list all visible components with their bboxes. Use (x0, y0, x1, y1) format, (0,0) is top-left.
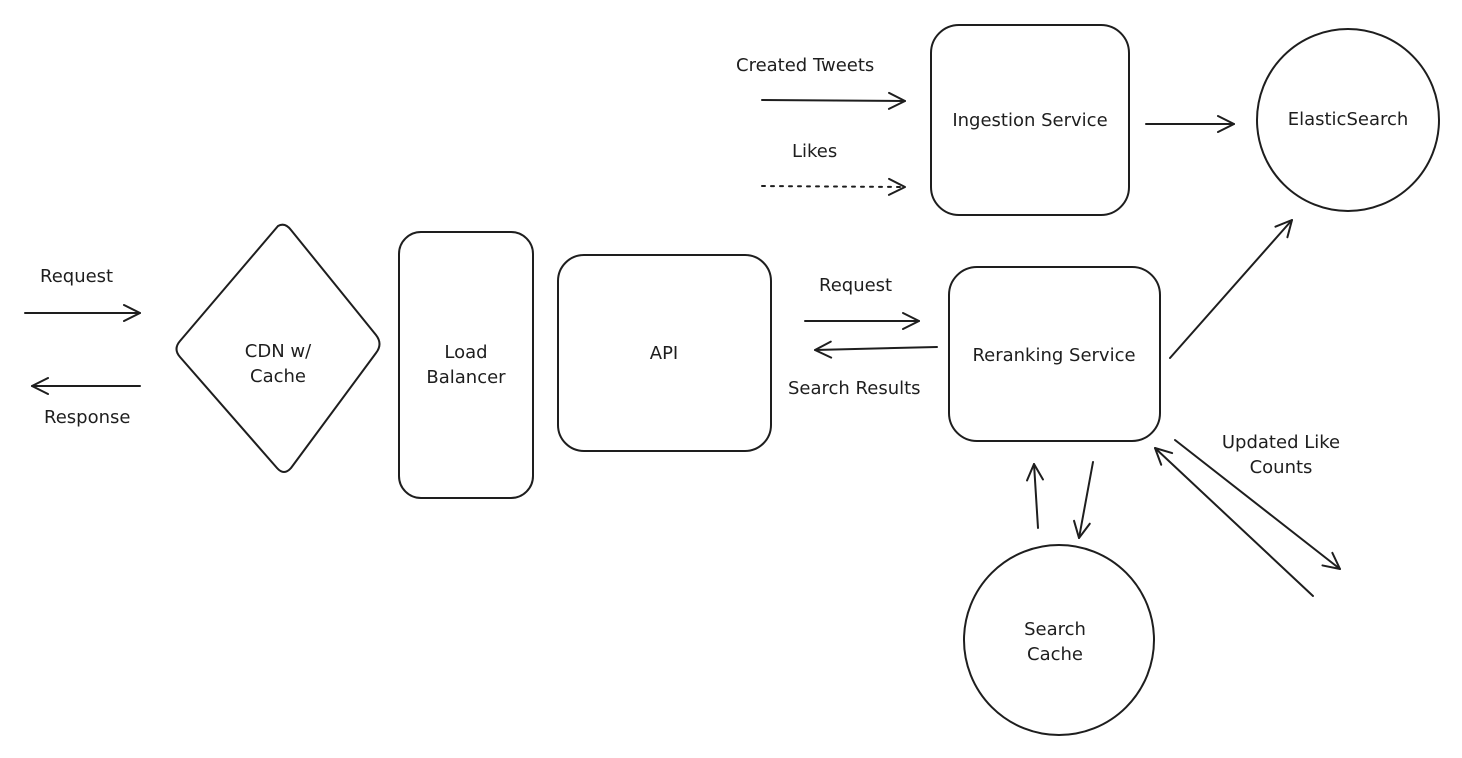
search-cache-shape[interactable] (963, 544, 1155, 736)
reranking-service-label: Reranking Service (972, 345, 1136, 366)
reranking-to-cache-arrow (1073, 461, 1094, 539)
cdn-label: CDN w/ Cache (244, 341, 312, 387)
ingestion-service-shape[interactable] (930, 24, 1130, 216)
created-tweets-arrow (761, 91, 906, 110)
like-counts-in-arrow (1154, 447, 1314, 597)
cdn-shape[interactable] (175, 223, 381, 473)
likes-arrow (761, 177, 906, 196)
search-cache-label: Search Cache (1024, 619, 1086, 665)
like-counts-out-arrow (1174, 439, 1341, 570)
client-request-label: Request (40, 266, 114, 287)
likes-label: Likes (792, 141, 838, 162)
load-balancer-label: Load Balancer (426, 342, 506, 388)
reranking-to-elasticsearch-arrow (1169, 219, 1293, 359)
ingestion-service-label: Ingestion Service (952, 110, 1108, 131)
load-balancer-shape[interactable] (398, 231, 534, 499)
search-results-label: Search Results (788, 378, 921, 399)
client-response-label: Response (44, 407, 131, 428)
updated-like-counts-label: Updated Like Counts (1221, 432, 1341, 478)
reranking-service-shape[interactable] (948, 266, 1161, 442)
created-tweets-label: Created Tweets (736, 55, 875, 76)
api-shape[interactable] (557, 254, 772, 452)
api-label: API (649, 343, 679, 364)
elasticsearch-shape[interactable] (1256, 28, 1440, 212)
api-request-label: Request (819, 275, 893, 296)
search-results-arrow (814, 340, 938, 359)
elasticsearch-label: ElasticSearch (1287, 109, 1409, 130)
cache-to-reranking-arrow (1026, 463, 1044, 529)
